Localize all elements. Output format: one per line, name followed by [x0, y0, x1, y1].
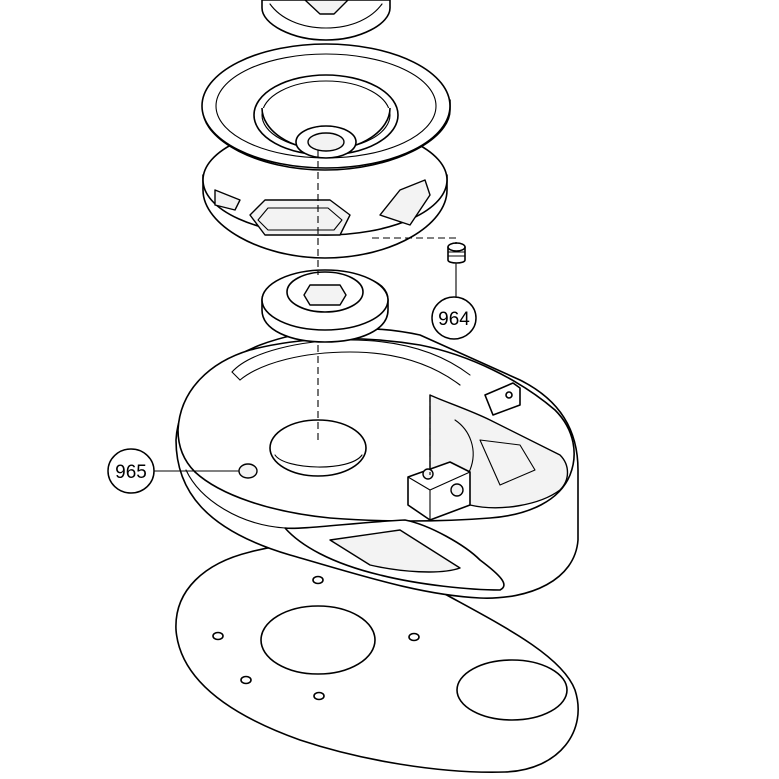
callout-964-label: 964	[438, 309, 470, 330]
gear-housing-base	[175, 327, 579, 599]
callout-965: 965	[107, 448, 240, 494]
top-cap	[261, 0, 391, 41]
callout-964: 964	[431, 263, 477, 340]
set-screw	[447, 242, 466, 264]
assembly-axis-lines	[317, 150, 457, 475]
bearing-bushing	[261, 269, 389, 343]
base-gasket	[175, 544, 579, 773]
callout-965-label: 965	[115, 462, 147, 483]
drum-pulley	[201, 43, 451, 259]
